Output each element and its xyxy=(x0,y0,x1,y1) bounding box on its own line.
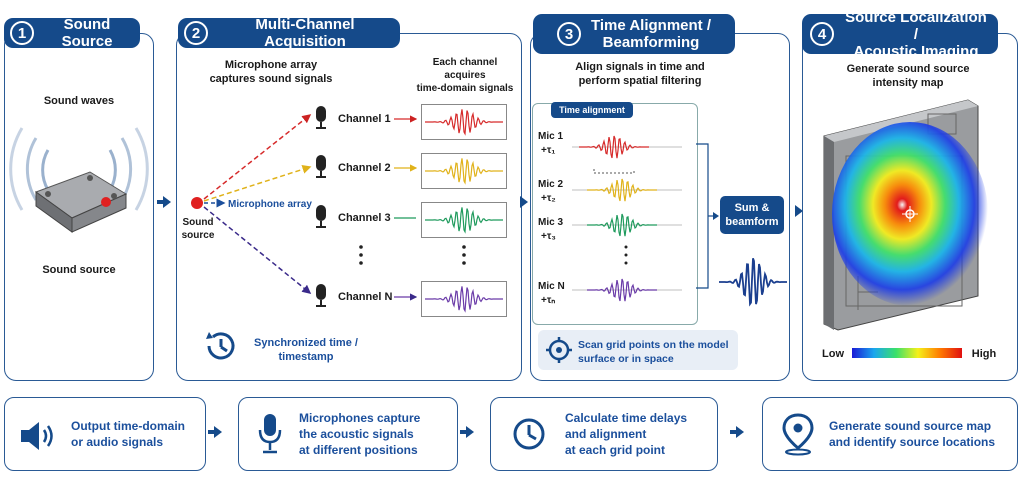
mic-delay: +τₙ xyxy=(541,295,556,306)
channel-label: Channel 2 xyxy=(338,162,391,174)
bottom-arrow-3 xyxy=(736,426,744,438)
aligned-waveforms xyxy=(572,135,682,302)
scale-high-label: High xyxy=(971,348,997,360)
mic-array-caption: Microphone array captures sound signals xyxy=(209,59,333,85)
beamformed-signal xyxy=(719,257,787,307)
summary-card: Microphones capture the acoustic signals… xyxy=(238,397,458,471)
channel-label: Channel 1 xyxy=(338,113,391,125)
intensity-color-scale xyxy=(852,348,962,358)
flow-arrow-2 xyxy=(520,196,528,208)
header-title: Sound Source xyxy=(61,16,113,50)
scan-grid-label: Scan grid points on the model surface or… xyxy=(578,339,729,365)
header-sound-source: 1 Sound Source xyxy=(4,16,140,50)
channel-waveform-box xyxy=(421,281,507,317)
mic-delay: +τ₂ xyxy=(541,193,556,204)
waveform xyxy=(425,109,503,136)
mic-label: Mic N xyxy=(538,281,565,292)
sound-source-label: Sound source xyxy=(42,264,116,276)
mic-label: Mic 1 xyxy=(538,131,564,142)
time-alignment-caption: Align signals in time and perform spatia… xyxy=(575,61,705,87)
waveform xyxy=(425,158,503,185)
summary-text: Output time-domain or audio signals xyxy=(71,419,185,449)
flow-arrow-1-shaft xyxy=(157,200,163,204)
bottom-arrow-1 xyxy=(214,426,222,438)
header-multi-channel-acquisition: 2 Multi-Channel Acquisition xyxy=(178,16,400,50)
header-title: Source Localization / Acoustic Imaging xyxy=(845,8,987,60)
sound-source-illustration xyxy=(9,127,149,233)
mic-delay: +τ₁ xyxy=(541,145,556,156)
synchronized-time-label: Synchronized time / timestamp xyxy=(254,337,358,363)
header-source-localization: 4 Source Localization / Acoustic Imaging xyxy=(802,9,998,60)
clock-icon xyxy=(513,418,545,450)
scale-low-label: Low xyxy=(822,348,844,360)
flow-arrow-1 xyxy=(163,196,171,208)
mic-label: Mic 2 xyxy=(538,179,564,190)
mic-delay: +τ₃ xyxy=(541,231,556,242)
source-point-label: Sound source xyxy=(181,217,215,241)
microphone-icon xyxy=(316,205,326,228)
sum-bracket xyxy=(696,143,719,289)
speaker-icon xyxy=(21,422,53,450)
channel-label: Channel N xyxy=(338,291,393,303)
location-pin-icon xyxy=(782,413,814,456)
step-number: 4 xyxy=(810,22,834,46)
summary-text: Microphones capture the acoustic signals… xyxy=(299,411,421,457)
acquisition-diagram xyxy=(191,114,466,301)
step-number: 3 xyxy=(556,22,581,46)
mic-label: Mic 3 xyxy=(538,217,564,228)
microphone-icon xyxy=(258,414,282,454)
acoustic-intensity-map xyxy=(823,99,988,331)
clock-icon xyxy=(206,332,235,360)
summary-card: Calculate time delays and alignment at e… xyxy=(490,397,718,471)
channel-label: Channel 3 xyxy=(338,212,391,224)
time-alignment-tag: Time alignment xyxy=(551,102,633,118)
header-time-alignment: 3 Time Alignment / Beamforming xyxy=(533,14,735,54)
bottom-arrow-2 xyxy=(466,426,474,438)
sound-waves-label: Sound waves xyxy=(43,95,115,107)
step-number: 1 xyxy=(10,21,34,45)
channel-waveform-box xyxy=(421,104,507,140)
each-channel-caption: Each channel acquires time-domain signal… xyxy=(416,57,514,94)
microphone-icon xyxy=(316,106,326,129)
summary-card: Generate sound source map and identify s… xyxy=(762,397,1018,471)
flow-arrow-3 xyxy=(795,205,803,217)
channel-waveform-box xyxy=(421,202,507,238)
waveform xyxy=(425,207,503,234)
microphone-icon xyxy=(316,155,326,178)
summary-text: Generate sound source map and identify s… xyxy=(829,419,996,449)
summary-text: Calculate time delays and alignment at e… xyxy=(565,411,688,457)
summary-card: Output time-domain or audio signals xyxy=(4,397,206,471)
bottom-arrow-1-shaft xyxy=(208,430,214,434)
channel-waveform-box xyxy=(421,153,507,189)
sum-beamform-box: Sum & beamform xyxy=(720,196,784,234)
intensity-map-caption: Generate sound source intensity map xyxy=(846,63,970,89)
step-number: 2 xyxy=(184,21,208,45)
header-title: Multi-Channel Acquisition xyxy=(255,16,355,50)
bottom-arrow-3-shaft xyxy=(730,430,736,434)
microphone-icon xyxy=(316,284,326,307)
target-icon xyxy=(546,337,572,363)
mic-array-label: Microphone array xyxy=(228,199,312,210)
waveform xyxy=(425,286,503,313)
header-title: Time Alignment / Beamforming xyxy=(590,17,711,51)
bottom-arrow-2-shaft xyxy=(460,430,466,434)
